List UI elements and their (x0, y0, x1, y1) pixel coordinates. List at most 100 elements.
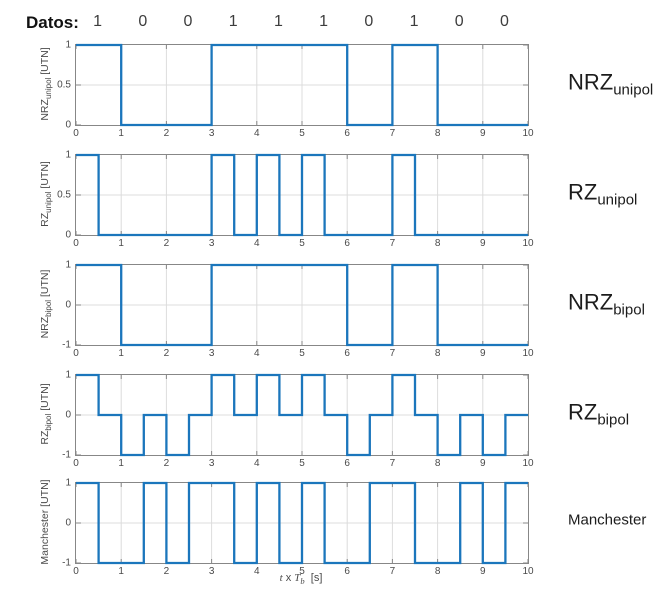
waveform-plot-rz-unipol (75, 153, 529, 237)
x-axis-title-times: x (282, 572, 295, 584)
x-tick-label: 10 (522, 238, 534, 249)
waveform-plot-nrz-unipol (75, 43, 529, 127)
x-tick-label: 6 (344, 348, 350, 359)
x-tick-label: 6 (344, 128, 350, 139)
x-tick-label: 10 (522, 458, 534, 469)
x-tick-label: 0 (73, 128, 79, 139)
x-tick-label: 8 (434, 348, 441, 359)
x-tick-label: 7 (389, 566, 396, 577)
x-tick-label: 9 (480, 458, 486, 469)
x-tick-label: 10 (522, 348, 534, 359)
x-tick-label: 4 (254, 348, 260, 359)
x-tick-label: 10 (522, 566, 534, 577)
x-tick-labels: 0 1 2 3 4 5 6 7 8 9 10 (73, 458, 533, 470)
data-bit: 0 (454, 13, 464, 30)
x-tick-label: 7 (389, 238, 396, 249)
x-tick-label: 6 (344, 566, 350, 577)
x-tick-label: 0 (73, 458, 79, 469)
x-tick-label: 2 (163, 566, 170, 577)
x-tick-label: 6 (344, 238, 350, 249)
x-tick-label: 2 (163, 348, 170, 359)
y-tick-label: 1 (65, 259, 71, 271)
x-tick-label: 1 (118, 128, 124, 139)
x-tick-labels: 0 1 2 3 4 5 6 7 8 9 10 (73, 348, 533, 360)
x-tick-label: 4 (254, 238, 260, 249)
right-label-text: NRZ (568, 69, 614, 95)
y-tick-labels: 1 0 -1 (41, 478, 71, 569)
x-tick-label: 3 (208, 238, 215, 249)
x-tick-label: 5 (299, 128, 305, 139)
x-tick-label: 9 (480, 348, 486, 359)
x-tick-label: 2 (163, 128, 170, 139)
x-tick-label: 3 (208, 566, 215, 577)
y-tick-label: 0 (65, 409, 71, 421)
x-tick-label: 7 (389, 458, 396, 469)
x-tick-label: 9 (480, 128, 486, 139)
x-tick-label: 1 (118, 238, 124, 249)
right-label-subscript: bipol (597, 411, 630, 429)
right-label-nrz-bipol: NRZbipol (568, 289, 645, 318)
x-tick-label: 3 (208, 348, 215, 359)
right-label-text: Manchester (568, 511, 647, 529)
data-bit: 0 (499, 13, 509, 30)
x-tick-label: 5 (299, 238, 305, 249)
x-tick-label: 3 (208, 458, 215, 469)
right-label-rz-unipol: RZunipol (568, 179, 637, 208)
data-bit: 1 (93, 13, 103, 30)
data-bit: 0 (138, 13, 148, 30)
y-tick-label: -1 (62, 557, 71, 569)
y-tick-label: 0.5 (57, 189, 71, 201)
x-tick-label: 0 (73, 348, 79, 359)
x-tick-label: 8 (434, 238, 441, 249)
data-bits-row: 1 0 0 1 1 1 0 1 0 0 (75, 13, 527, 31)
x-tick-label: 8 (434, 458, 441, 469)
right-label-nrz-unipol: NRZunipol (568, 69, 653, 98)
x-tick-label: 7 (389, 348, 396, 359)
right-label-subscript: unipol (597, 191, 638, 209)
x-tick-label: 6 (344, 458, 350, 469)
y-tick-label: 1 (65, 477, 71, 489)
data-bit: 0 (183, 13, 193, 30)
x-tick-label: 0 (73, 566, 79, 577)
y-tick-label: 1 (65, 369, 71, 381)
x-axis-title-subscript: b (300, 576, 305, 587)
x-tick-label: 2 (163, 238, 170, 249)
x-tick-label: 5 (299, 348, 305, 359)
right-label-subscript: unipol (613, 81, 654, 99)
x-tick-label: 0 (73, 238, 79, 249)
right-label-subscript: bipol (613, 301, 645, 319)
x-tick-label: 1 (118, 348, 124, 359)
y-tick-label: 0 (65, 299, 71, 311)
x-axis-title-unit: [s] (304, 572, 323, 584)
x-tick-label: 5 (299, 458, 305, 469)
x-tick-label: 4 (254, 566, 260, 577)
y-tick-label: 0 (65, 517, 71, 529)
x-tick-label: 2 (163, 458, 170, 469)
right-label-text: NRZ (568, 289, 614, 315)
right-label-rz-bipol: RZbipol (568, 399, 629, 428)
data-bit: 1 (228, 13, 238, 30)
waveform-plot-rz-bipol (75, 373, 529, 457)
data-bit: 1 (319, 13, 329, 30)
x-tick-label: 4 (254, 458, 260, 469)
y-tick-label: 0.5 (57, 79, 71, 91)
data-bits-caption: Datos: (26, 13, 79, 32)
x-tick-label: 3 (208, 128, 215, 139)
y-tick-label: -1 (62, 449, 71, 461)
x-tick-label: 8 (434, 128, 441, 139)
data-bit: 1 (409, 13, 419, 30)
x-tick-label: 5 (299, 566, 305, 577)
x-tick-label: 4 (254, 128, 260, 139)
x-tick-label: 1 (118, 458, 124, 469)
y-tick-label: 0 (65, 229, 71, 241)
data-bit: 0 (364, 13, 374, 30)
